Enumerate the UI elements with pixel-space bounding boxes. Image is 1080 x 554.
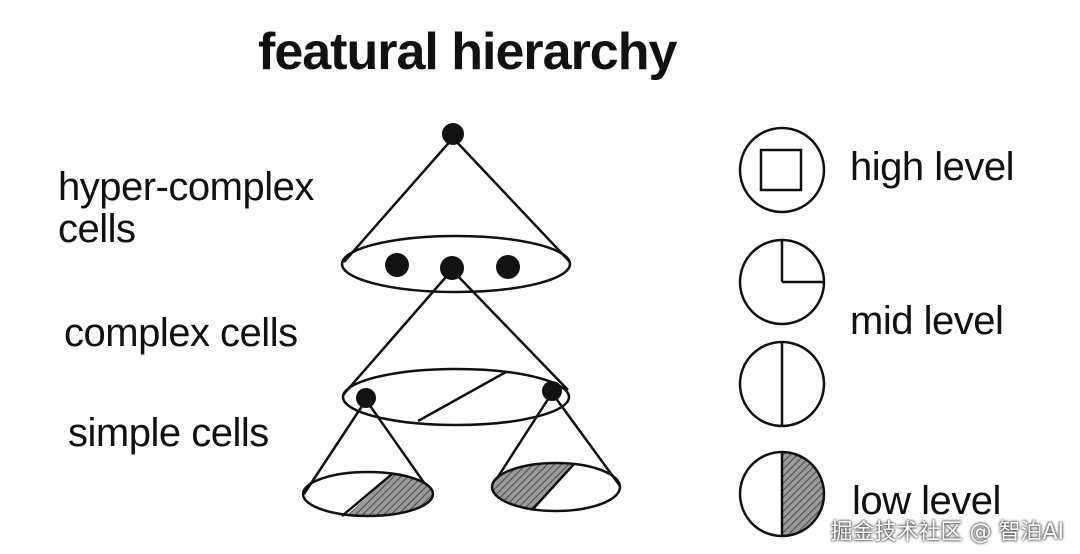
watermark-text: 掘金技术社区 @ 智泊AI xyxy=(830,520,1064,545)
left-simple-hatched-region xyxy=(342,474,433,516)
hyper-complex-ellipse xyxy=(340,234,572,294)
simple-node-left xyxy=(356,388,376,408)
middle-cone-right-edge xyxy=(451,269,569,391)
right-simple-divider xyxy=(531,463,575,511)
hyper-complex-node xyxy=(442,123,464,145)
high-level-square xyxy=(759,148,803,192)
complex-node-1 xyxy=(385,253,409,277)
left-simple-divider xyxy=(341,473,393,517)
right-simple-cone-right-edge xyxy=(550,392,622,487)
complex-node-2 xyxy=(440,256,464,280)
high-level-icon xyxy=(738,126,826,214)
left-simple-ellipse xyxy=(301,470,435,518)
legend-label-low: low level xyxy=(852,479,1001,523)
right-simple-hatched-region xyxy=(492,463,574,511)
left-simple-cone-right-edge xyxy=(364,399,434,495)
right-simple-cone-left-edge xyxy=(490,392,554,487)
complex-node-3 xyxy=(496,255,520,279)
left-simple-cone-left-edge xyxy=(302,399,368,495)
label-complex-cells: complex cells xyxy=(64,311,298,355)
label-hyper-complex: hyper-complex xyxy=(58,165,314,209)
legend-label-high: high level xyxy=(850,145,1015,189)
complex-ellipse-diagonal xyxy=(417,370,507,423)
top-cone-right-edge xyxy=(452,137,571,263)
legend-label-mid: mid level xyxy=(850,299,1004,343)
label-hyper-complex-cells: cells xyxy=(58,207,136,251)
middle-cone-left-edge xyxy=(342,269,453,396)
diagram-title: featural hierarchy xyxy=(258,23,677,81)
label-simple-cells: simple cells xyxy=(68,411,269,455)
complex-ellipse xyxy=(341,367,571,427)
top-cone-left-edge xyxy=(343,137,454,263)
right-simple-ellipse xyxy=(490,461,622,513)
simple-node-right xyxy=(542,381,562,401)
